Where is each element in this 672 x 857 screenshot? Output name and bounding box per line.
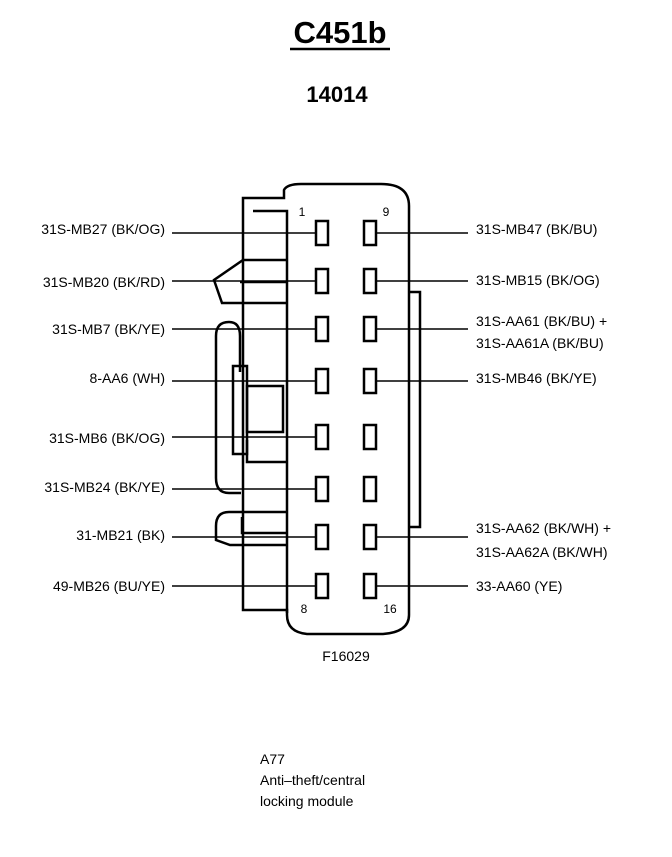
cavity-pin-4 [314,367,330,395]
cavity-pin-2 [314,267,330,295]
pin-number-9: 9 [383,205,390,219]
cavity-pin-3 [314,315,330,343]
wire-label-pin-10: 31S-MB15 (BK/OG) [476,272,600,288]
wire-label-pin-11-line-1: 31S-AA61 (BK/BU) + [476,313,607,329]
pin-number-16: 16 [383,602,397,616]
wire-label-pin-9: 31S-MB47 (BK/BU) [476,221,597,237]
cavity-pin-6 [314,475,330,503]
part-number: 14014 [306,82,368,107]
module-code: A77 [260,751,285,767]
cavity-pin-5 [314,423,330,451]
wire-label-pin-11-line-2: 31S-AA61A (BK/BU) [476,335,604,351]
cavity-pin-8 [314,572,330,600]
wire-label-pin-5: 31S-MB6 (BK/OG) [49,430,165,446]
wire-label-pin-8: 49-MB26 (BU/YE) [53,578,165,594]
wire-label-pin-2: 31S-MB20 (BK/RD) [43,274,165,290]
pin-number-1: 1 [299,205,306,219]
wire-label-pin-7: 31-MB21 (BK) [76,527,165,543]
cavity-pin-14 [362,475,378,503]
cavity-pin-15 [362,523,378,551]
connector-latch [212,209,289,613]
wire-label-pin-12: 31S-MB46 (BK/YE) [476,370,597,386]
wire-label-pin-16: 33-AA60 (YE) [476,578,562,594]
wire-label-pin-6: 31S-MB24 (BK/YE) [44,479,165,495]
wire-label-pin-15-line-1: 31S-AA62 (BK/WH) + [476,520,611,536]
module-description: A77 Anti–theft/central locking module [260,751,365,809]
connector-id: C451b [293,15,386,50]
wire-leads [172,232,468,587]
connector-housing [241,182,411,636]
cavity-pin-9 [362,219,378,247]
module-description-line-1: Anti–theft/central [260,772,365,788]
cavity-pin-7 [314,523,330,551]
cavity-pin-13 [362,423,378,451]
cavity-pin-16 [362,572,378,600]
left-wire-labels: 31S-MB27 (BK/OG) 31S-MB20 (BK/RD) 31S-MB… [41,221,165,594]
cavity-pin-12 [362,367,378,395]
right-wire-labels: 31S-MB47 (BK/BU) 31S-MB15 (BK/OG) 31S-AA… [476,221,611,594]
cavity-pin-10 [362,267,378,295]
wire-label-pin-4: 8-AA6 (WH) [90,370,165,386]
wire-label-pin-15-line-2: 31S-AA62A (BK/WH) [476,544,608,560]
terminal-cavities [314,219,378,600]
cavity-pin-11 [362,315,378,343]
pin-number-8: 8 [301,602,308,616]
wire-label-pin-1: 31S-MB27 (BK/OG) [41,221,165,237]
connector-lock-bar [409,290,422,529]
cavity-pin-1 [314,219,330,247]
figure-reference: F16029 [322,648,370,664]
module-description-line-2: locking module [260,793,354,809]
wire-label-pin-3: 31S-MB7 (BK/YE) [52,321,165,337]
